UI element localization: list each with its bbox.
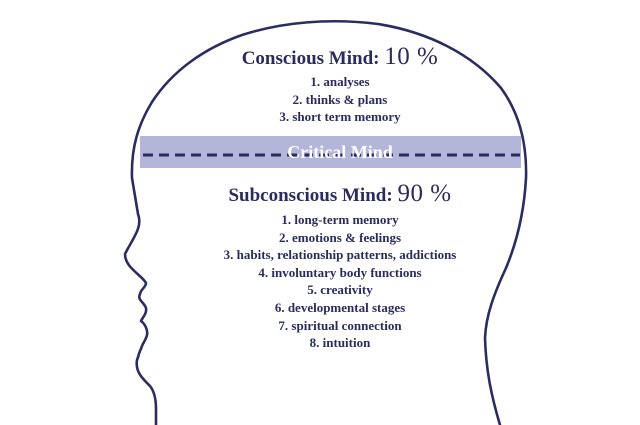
list-item: 3. habits, relationship patterns, addict…: [223, 247, 457, 263]
critical-mind-band: [140, 136, 521, 168]
critical-mind-label: Critical Mind: [287, 142, 393, 162]
list-item: 7. spiritual connection: [278, 317, 402, 333]
list-item: 2. thinks & plans: [292, 91, 388, 107]
conscious-mind-section: Conscious Mind: 10 % 1. analyses 2. thin…: [155, 43, 525, 126]
subconscious-mind-list: 1. long-term memory 2. emotions & feelin…: [155, 211, 525, 352]
list-item: 1. analyses: [310, 74, 370, 89]
subconscious-mind-heading: Subconscious Mind: 90 %: [155, 180, 525, 207]
conscious-mind-percent: 10 %: [384, 43, 439, 70]
subconscious-mind-percent: 90 %: [397, 180, 452, 207]
list-item: 4. involuntary body functions: [258, 264, 422, 280]
list-item: 5. creativity: [307, 282, 373, 298]
list-item: 2. emotions & feelings: [278, 229, 402, 245]
list-item: 8. intuition: [309, 335, 371, 351]
list-item: 6. developmental stages: [274, 299, 406, 315]
conscious-mind-heading: Conscious Mind: 10 %: [155, 43, 525, 70]
conscious-mind-title: Conscious Mind:: [241, 48, 380, 69]
conscious-mind-list: 1. analyses 2. thinks & plans 3. short t…: [155, 73, 525, 126]
head-outline: [123, 19, 528, 425]
subconscious-mind-title: Subconscious Mind:: [228, 185, 393, 206]
subconscious-mind-section: Subconscious Mind: 90 % 1. long-term mem…: [155, 180, 525, 352]
list-item: 1. long-term memory: [281, 212, 399, 227]
list-item: 3. short term memory: [279, 109, 401, 125]
